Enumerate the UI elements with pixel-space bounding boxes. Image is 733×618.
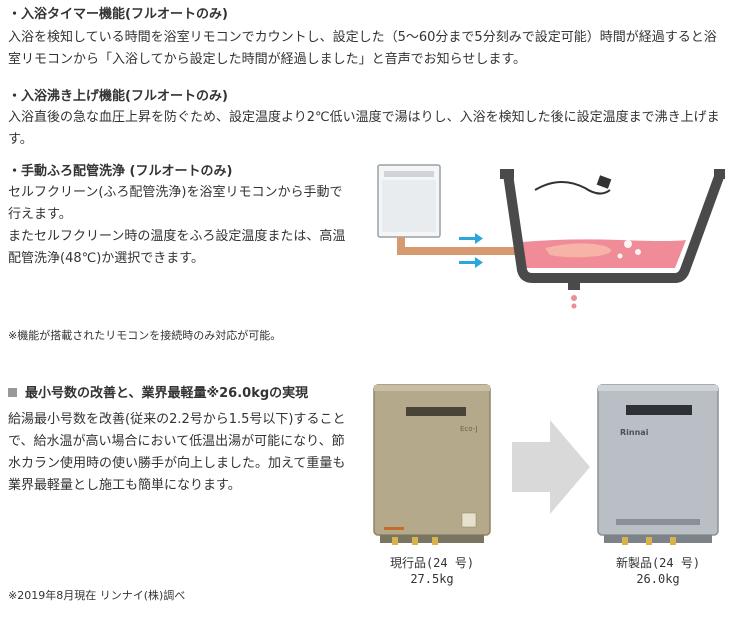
rinnai-brand: Rinnai	[620, 428, 649, 437]
new-product-image: Rinnai	[597, 384, 719, 545]
weight-section-heading: 最小号数の改善と、業界最軽量※26.0kgの実現	[8, 385, 308, 403]
square-bullet-icon	[8, 388, 17, 397]
current-product-weight: 27.5kg	[410, 572, 454, 586]
section-body-pipe-cleaning: セルフクリーン(ふろ配管洗浄)を浴室リモコンから手動で行えます。 またセルフクリ…	[8, 185, 346, 266]
bathtub-icon	[503, 172, 725, 283]
comparison-arrow-icon	[512, 420, 590, 514]
weight-section-body: 給湯最小号数を改善(従来の2.2号から1.5号以下)することで、給水温が高い場合…	[8, 412, 346, 493]
new-product-weight: 26.0kg	[636, 572, 680, 586]
bathtub-illustration	[377, 164, 725, 309]
section-heading-bath-timer: ・入浴タイマー機能(フルオートのみ)	[8, 7, 228, 22]
eco-j-badge: Eco-J	[460, 425, 478, 433]
current-product-image: Eco-J	[373, 384, 491, 545]
remote-note: ※機能が搭載されたリモコンを接続時のみ対応が可能。	[8, 329, 282, 342]
footnote: ※2019年8月現在 リンナイ(株)調べ	[8, 589, 186, 602]
current-product-label: 現行品(24 号)	[389, 556, 475, 570]
section-body-bath-timer: 入浴を検知している時間を浴室リモコンでカウントし、設定した（5〜60分まで5分刻…	[8, 30, 717, 67]
section-body-reheat: 入浴直後の急な血圧上昇を防ぐため、設定温度より2℃低い温度で湯はりし、入浴を検知…	[8, 110, 720, 147]
flow-arrow-icon	[459, 233, 483, 268]
section-heading-pipe-cleaning: ・手動ふろ配管洗浄 (フルオートのみ)	[8, 164, 233, 179]
section-heading-reheat: ・入浴沸き上げ機能(フルオートのみ)	[8, 89, 228, 104]
water-heater-icon	[377, 164, 441, 238]
new-product-label: 新製品(24 号)	[615, 556, 701, 570]
